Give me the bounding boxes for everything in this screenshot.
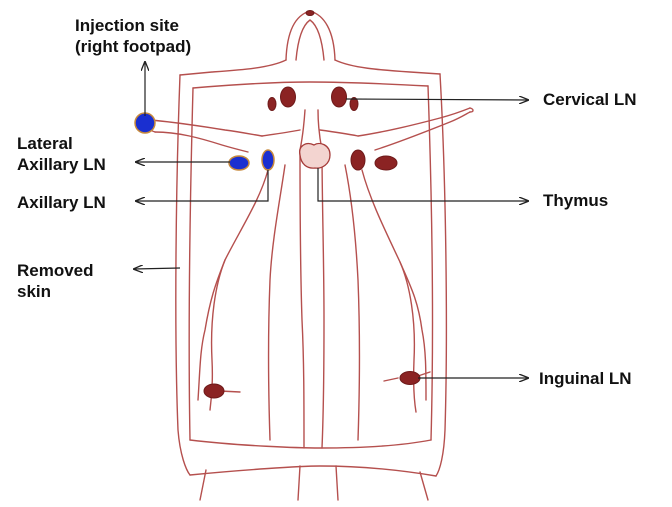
axillary-node-left [262,150,274,170]
label-lateral-axillary-line1: Lateral [17,133,106,154]
label-cervical: Cervical LN [543,89,637,110]
label-injection-site: Injection site (right footpad) [75,15,191,57]
label-lateral-axillary-line2: Axillary LN [17,154,106,175]
arrow-cervical [346,99,528,100]
axillary-node-right [351,150,365,170]
label-inguinal: Inguinal LN [539,368,632,389]
lateral-axillary-node-left [229,156,249,170]
cervical-node-left-large [281,87,296,107]
label-axillary: Axillary LN [17,192,106,213]
nose-tip [306,11,314,16]
label-removed-skin: Removed skin [17,260,94,302]
mouse-body-outline [148,11,473,500]
inguinal-node-left [204,384,224,398]
label-injection-site-line1: Injection site [75,15,191,36]
lateral-axillary-node-right [375,156,397,170]
inguinal-node-right [400,372,420,385]
arrow-thymus [318,168,528,201]
cervical-node-left-small [268,98,276,111]
label-removed-skin-line1: Removed [17,260,94,281]
label-injection-site-line2: (right footpad) [75,36,191,57]
cervical-node-right-large [332,87,347,107]
arrow-removed-skin [134,268,180,269]
arrow-axillary [136,170,268,201]
label-lateral-axillary: Lateral Axillary LN [17,133,106,175]
label-thymus: Thymus [543,190,608,211]
lymph-nodes [204,11,420,399]
label-removed-skin-line2: skin [17,281,94,302]
thymus [300,143,330,168]
